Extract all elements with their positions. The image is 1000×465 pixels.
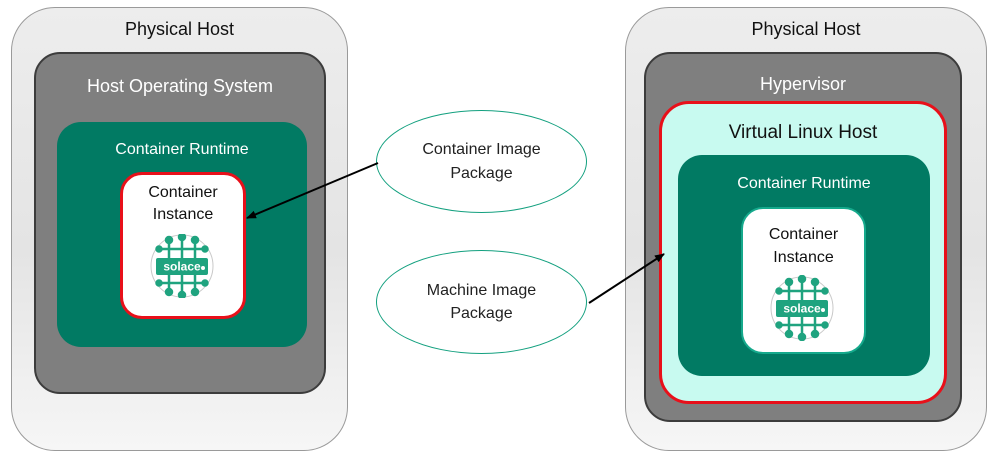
physical-host-left-label: Physical Host	[124, 19, 235, 39]
solace-logo-right: solace	[766, 274, 838, 342]
container-instance-left-line2: Instance	[152, 206, 214, 224]
container-instance-left-line1: Container	[148, 184, 218, 201]
machine-image-arrow	[588, 253, 665, 304]
container-image-package: Container Image Package	[376, 110, 587, 213]
machine-image-package-line1: Machine Image	[426, 281, 537, 299]
physical-host-right-label: Physical Host	[751, 19, 861, 39]
container-instance-right-label: Container Instance	[743, 223, 864, 269]
solace-logo-left: solace	[145, 232, 219, 300]
container-runtime-right-label: Container Runtime	[737, 175, 871, 192]
virtual-linux-host-label: Virtual Linux Host	[728, 122, 878, 143]
container-runtime-left-label: Container Runtime	[115, 141, 249, 158]
host-os-label: Host Operating System	[86, 76, 274, 96]
hypervisor-label: Hypervisor	[759, 74, 847, 94]
container-image-package-line1: Container Image	[422, 141, 541, 159]
container-instance-right-line2: Instance	[773, 249, 834, 267]
machine-image-package-line2: Package	[450, 305, 513, 322]
machine-image-package: Machine Image Package	[376, 250, 587, 354]
solace-logo-left-text: solace	[163, 260, 201, 274]
container-instance-right-line1: Container	[768, 226, 839, 243]
container-image-arrow	[246, 162, 379, 219]
container-instance-left-label: Container Instance	[123, 182, 243, 227]
container-image-package-line2: Package	[450, 164, 513, 182]
solace-logo-right-text: solace	[783, 302, 821, 316]
